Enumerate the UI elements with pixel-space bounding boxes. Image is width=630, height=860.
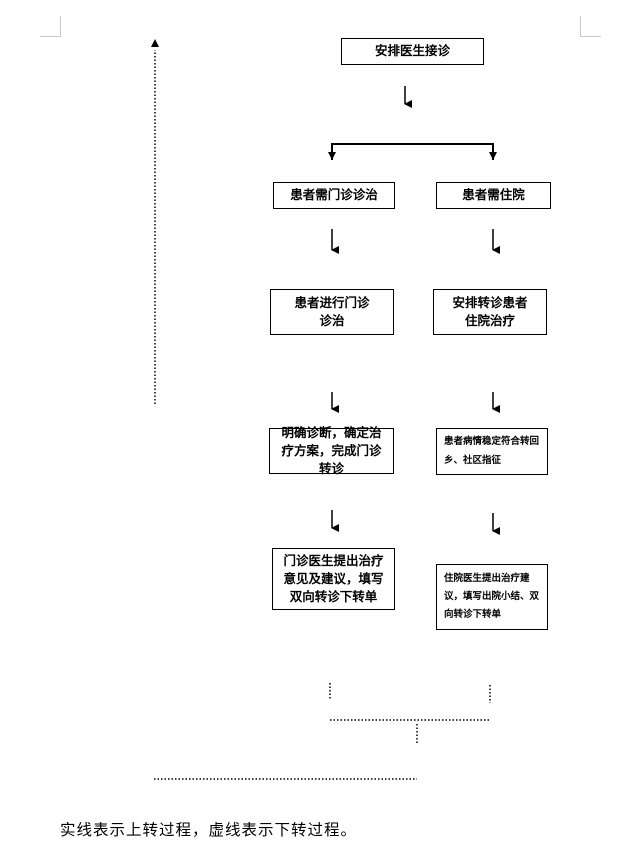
node-inpatient-stable-text: 患者病情稳定符合转回乡、社区指征 — [444, 436, 540, 466]
node-outpatient-need-text: 患者需门诊诊治 — [290, 187, 378, 203]
node-outpatient-diagnosis: 明确诊断，确定治疗方案，完成门诊转诊 — [269, 425, 394, 476]
node-start-text: 安排医生接诊 — [374, 43, 450, 59]
node-outpatient-diagnosis-text: 明确诊断，确定治疗方案，完成门诊转诊 — [281, 424, 382, 477]
node-outpatient-doctor-text: 门诊医生提出治疗意见及建议，填写双向转诊下转单 — [283, 552, 384, 605]
legend-caption: 实线表示上转过程，虚线表示下转过程。 — [60, 821, 358, 839]
page-corner-mark-left — [40, 16, 61, 37]
node-inpatient-stable: 患者病情稳定符合转回乡、社区指征 — [436, 428, 548, 475]
branch-connector — [331, 143, 494, 160]
node-outpatient-need: 患者需门诊诊治 — [273, 182, 395, 209]
node-inpatient-transfer: 安排转诊患者住院治疗 — [433, 289, 547, 335]
node-inpatient-doctor-text: 住院医生提出治疗建议，填写出院小结、双向转诊下转单 — [444, 572, 540, 621]
return-arrow-head — [151, 39, 159, 47]
node-start: 安排医生接诊 — [341, 38, 484, 65]
node-outpatient-treat-text: 患者进行门诊诊治 — [294, 294, 370, 328]
node-inpatient-transfer-text: 安排转诊患者住院治疗 — [452, 294, 528, 328]
node-inpatient-need: 患者需住院 — [436, 182, 551, 209]
node-outpatient-doctor: 门诊医生提出治疗意见及建议，填写双向转诊下转单 — [272, 548, 395, 610]
node-outpatient-treat: 患者进行门诊诊治 — [270, 289, 394, 335]
node-inpatient-doctor: 住院医生提出治疗建议，填写出院小结、双向转诊下转单 — [436, 564, 548, 630]
node-inpatient-need-text: 患者需住院 — [462, 187, 525, 203]
page-corner-mark-right — [580, 16, 601, 37]
